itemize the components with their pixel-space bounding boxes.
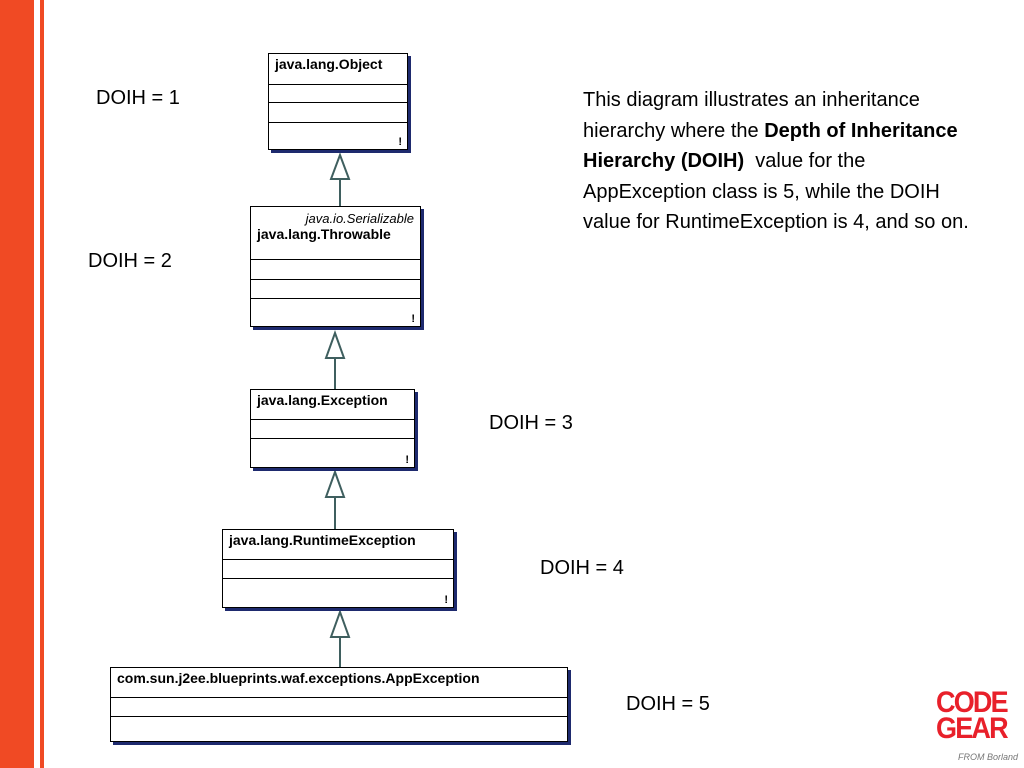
description-part-1: This diagram illustrates an inheritance …: [583, 89, 920, 142]
doih-label-3: DOIH = 3: [489, 412, 573, 434]
doih-label-4: DOIH = 4: [540, 557, 624, 579]
description-bold: Depth of Inheritance Hierarchy (DOIH): [583, 119, 958, 173]
class-box-object[interactable]: java.lang.Object !: [268, 53, 408, 150]
compartment-mark: !: [398, 136, 402, 148]
class-header: java.io.Serializable java.lang.Throwable: [251, 207, 420, 260]
compartment-mark: !: [411, 313, 415, 325]
class-box-runtime-exception[interactable]: java.lang.RuntimeException !: [222, 529, 454, 608]
logo-line-code: CODE: [936, 686, 1009, 719]
class-box-throwable[interactable]: java.io.Serializable java.lang.Throwable…: [250, 206, 421, 327]
doih-label-2: DOIH = 2: [88, 250, 172, 272]
compartment-mark: !: [444, 594, 448, 606]
description-text: This diagram illustrates an inheritance …: [583, 85, 983, 238]
class-name: java.lang.Object: [269, 54, 407, 85]
left-accent-stripe: [0, 0, 34, 768]
attributes-compartment: [223, 560, 453, 579]
extra-compartment: !: [269, 123, 407, 149]
logo-line-gear: GEAR: [936, 712, 1009, 745]
class-name: com.sun.j2ee.blueprints.waf.exceptions.A…: [111, 668, 567, 698]
operations-compartment: [269, 103, 407, 123]
operations-compartment: !: [251, 439, 414, 467]
left-stripe-gap: [34, 0, 40, 768]
attributes-compartment: [269, 85, 407, 103]
extra-compartment: !: [251, 299, 420, 326]
operations-compartment: [251, 280, 420, 299]
operations-compartment: [111, 717, 567, 741]
attributes-compartment: [251, 260, 420, 280]
operations-compartment: !: [223, 579, 453, 607]
class-box-exception[interactable]: java.lang.Exception !: [250, 389, 415, 468]
class-name: java.lang.RuntimeException: [223, 530, 453, 560]
inheritance-arrow-throwable: [324, 330, 346, 359]
codegear-logo: CODE GEAR FROM Borland: [936, 686, 1020, 763]
doih-label-1: DOIH = 1: [96, 87, 180, 109]
class-name: java.lang.Exception: [251, 390, 414, 420]
compartment-mark: !: [405, 454, 409, 466]
class-box-app-exception[interactable]: com.sun.j2ee.blueprints.waf.exceptions.A…: [110, 667, 568, 742]
logo-from-borland: FROM Borland: [957, 752, 1018, 762]
attributes-compartment: [111, 698, 567, 717]
inheritance-arrow-object: [329, 152, 351, 180]
inheritance-arrow-runtime: [329, 609, 351, 638]
left-accent-thin-stripe: [40, 0, 44, 768]
inheritance-arrow-exception: [324, 469, 346, 498]
description-part-2: value for the AppException class is 5, w…: [583, 150, 969, 233]
class-name: java.lang.Throwable: [257, 226, 391, 242]
doih-label-5: DOIH = 5: [626, 693, 710, 715]
attributes-compartment: [251, 420, 414, 439]
interface-stereotype: java.io.Serializable: [305, 211, 414, 226]
